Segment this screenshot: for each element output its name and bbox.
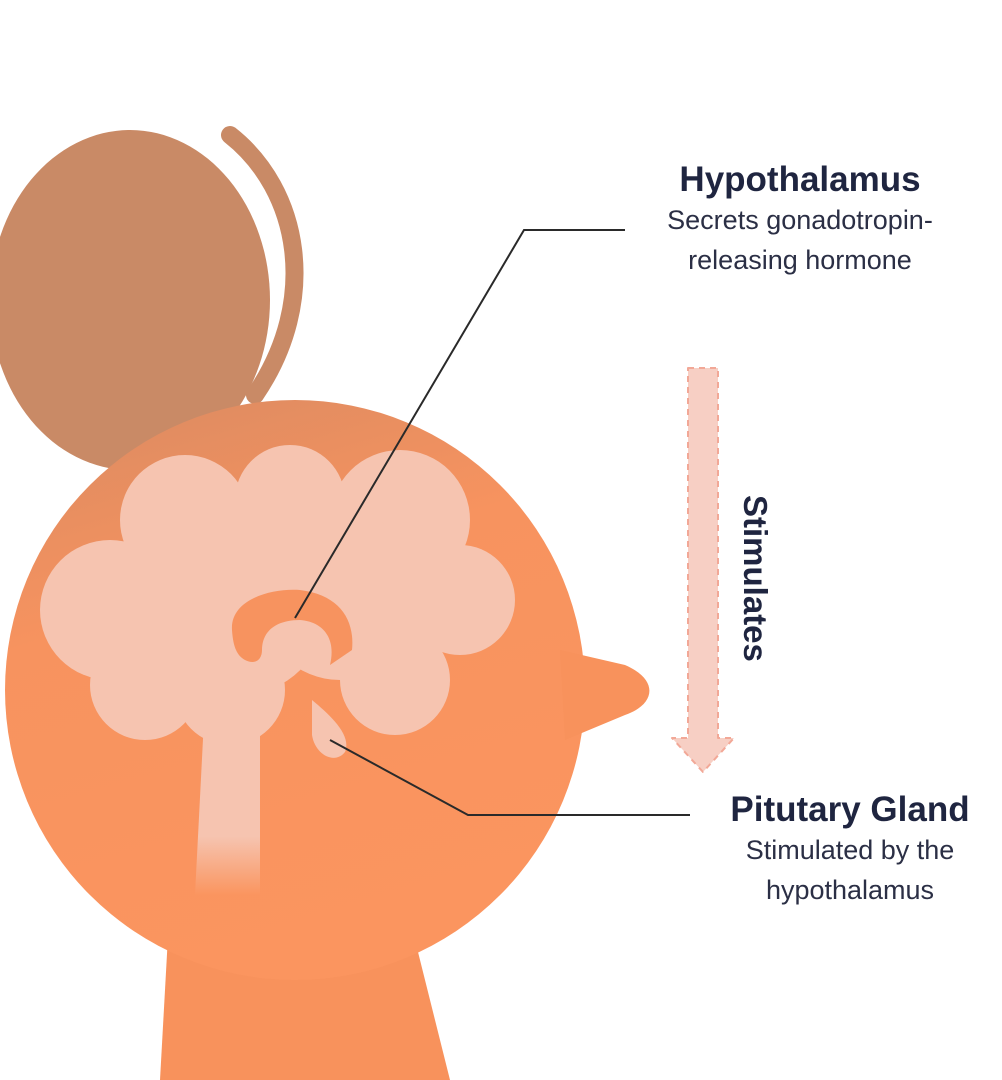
hair-bun xyxy=(0,126,304,470)
hypothalamus-leader-line xyxy=(294,229,625,619)
pituitary-description: Stimulated by the hypothalamus xyxy=(700,830,1000,910)
stimulates-arrow xyxy=(671,367,735,773)
hypothalamus-title: Hypothalamus xyxy=(679,160,921,199)
hypothalamus-desc-line-2: releasing hormone xyxy=(688,245,912,275)
hypothalamus-region xyxy=(231,589,353,665)
hypothalamus-label-block: Hypothalamus Secrets gonadotropin- relea… xyxy=(620,160,980,280)
brainstem xyxy=(195,700,260,895)
stimulates-label: Stimulates xyxy=(737,495,774,662)
brain xyxy=(40,445,515,745)
pituitary-desc-line-2: hypothalamus xyxy=(765,875,935,905)
pituitary-desc-line-1: Stimulated by the xyxy=(745,835,955,865)
pituitary-title: Pitutary Gland xyxy=(730,790,970,829)
pituitary-leader-line xyxy=(329,739,690,816)
hypothalamus-description: Secrets gonadotropin- releasing hormone xyxy=(620,200,980,280)
pituitary-label-block: Pitutary Gland Stimulated by the hypotha… xyxy=(700,790,1000,910)
hypothalamus-desc-line-1: Secrets gonadotropin- xyxy=(667,205,933,235)
